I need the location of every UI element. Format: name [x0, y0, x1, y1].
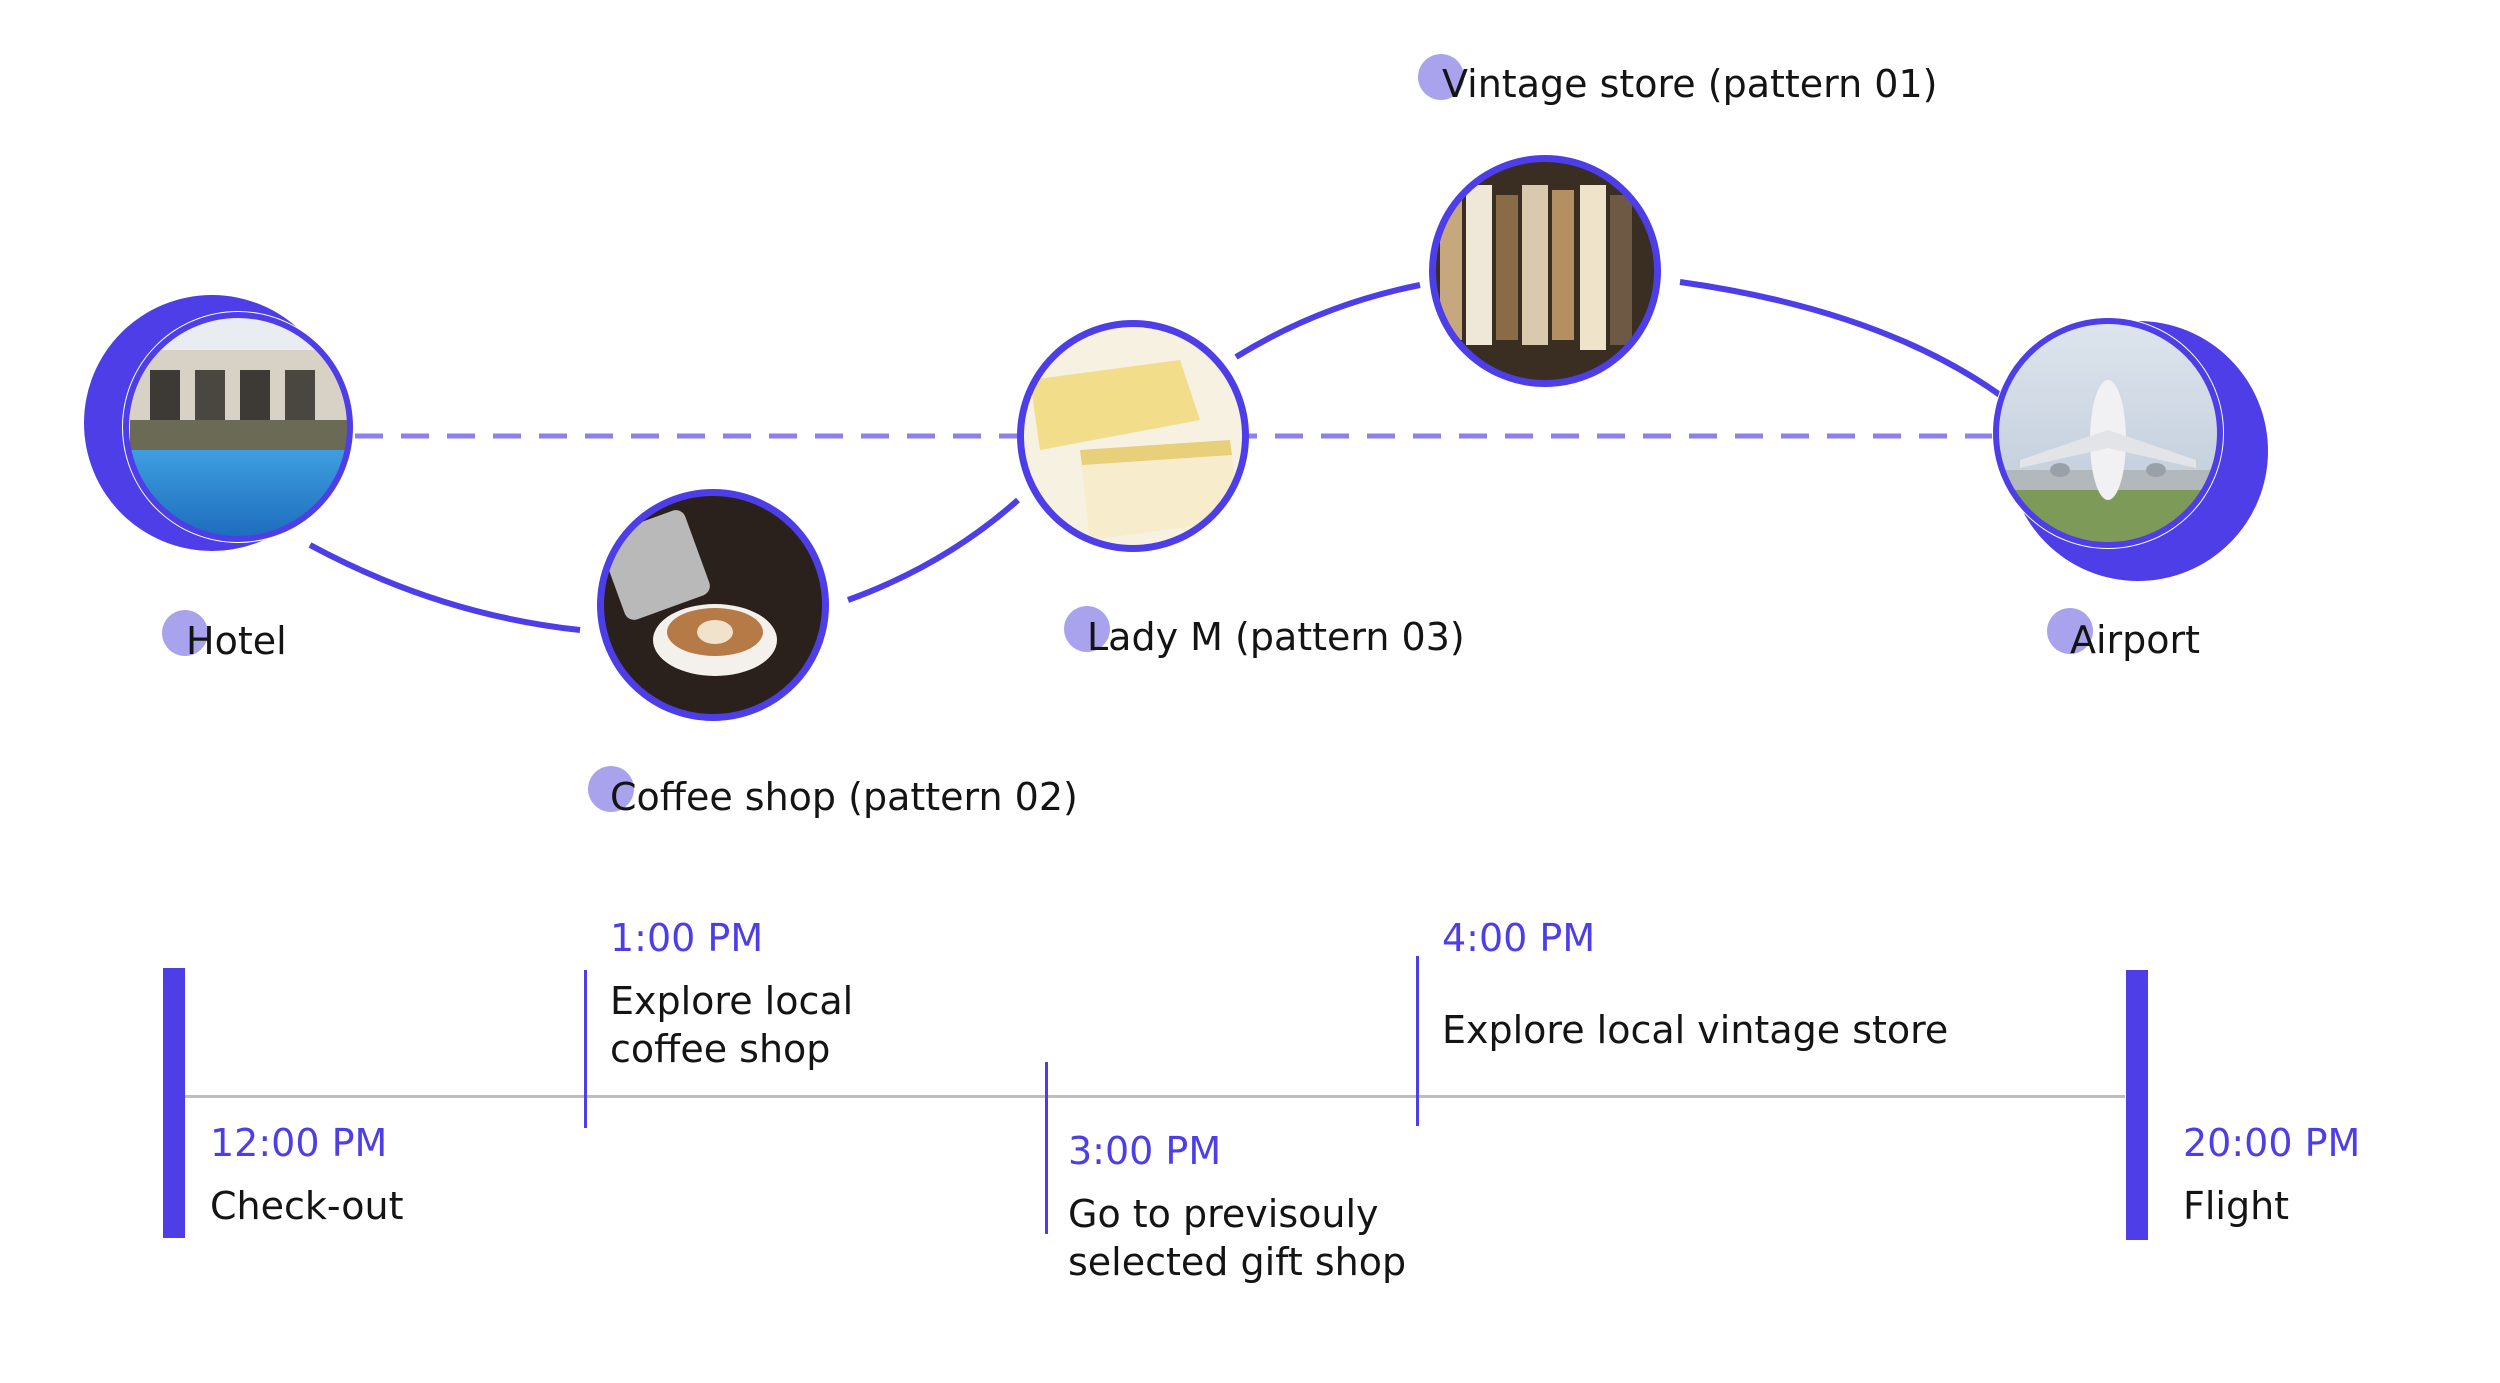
event-time-gift-shop: 3:00 PM	[1068, 1129, 1222, 1173]
stop-label-vintage: Vintage store (pattern 01)	[1442, 62, 1938, 106]
label-dot-airport	[2047, 608, 2093, 654]
crepe-cake-photo	[1021, 324, 1245, 548]
event-desc-checkout: Check-out	[210, 1184, 404, 1228]
event-time-coffee: 1:00 PM	[610, 916, 764, 960]
route-curve-vintage-airport	[1679, 279, 2002, 398]
event-desc-coffee: Explore local coffee shop	[610, 979, 854, 1071]
route-curve-coffee-cake	[846, 497, 1020, 603]
stop-node-hotel[interactable]	[84, 295, 360, 551]
event-desc-vintage: Explore local vintage store	[1442, 1008, 1949, 1052]
stop-node-lady-m[interactable]	[1010, 310, 1260, 560]
route-curve-cake-vintage	[1234, 282, 1421, 360]
stop-node-coffee[interactable]	[590, 480, 840, 730]
timeline-tick-4pm	[1416, 956, 1419, 1126]
hotel-pool-photo	[126, 315, 350, 539]
stop-label-coffee: Coffee shop (pattern 02)	[610, 775, 1078, 819]
event-desc-flight: Flight	[2183, 1184, 2290, 1228]
event-time-checkout: 12:00 PM	[210, 1121, 388, 1165]
event-desc-gift-shop: Go to previsouly selected gift shop	[1068, 1192, 1407, 1284]
event-time-flight: 20:00 PM	[2183, 1121, 2361, 1165]
stop-label-airport: Airport	[2070, 618, 2201, 662]
timeline-tick-3pm	[1045, 1062, 1048, 1234]
label-dot-vintage	[1418, 54, 1464, 100]
latte-art-photo	[601, 493, 825, 717]
timeline-tick-1pm	[584, 970, 587, 1128]
label-dot-lady-m	[1064, 606, 1110, 652]
clothing-rack-photo	[1433, 159, 1657, 383]
stop-label-lady-m: Lady M (pattern 03)	[1087, 615, 1465, 659]
event-time-vintage: 4:00 PM	[1442, 916, 1596, 960]
label-dot-coffee	[588, 766, 634, 812]
timeline-start-bar	[163, 968, 185, 1238]
route-curve-hotel-coffee	[308, 542, 581, 633]
stop-node-airport[interactable]	[1990, 310, 2268, 581]
timeline-end-bar	[2126, 970, 2148, 1240]
stop-label-hotel: Hotel	[186, 619, 287, 663]
timeline-axis	[185, 1095, 2125, 1098]
stop-node-vintage-store[interactable]	[1420, 150, 1670, 400]
label-dot-hotel	[162, 610, 208, 656]
